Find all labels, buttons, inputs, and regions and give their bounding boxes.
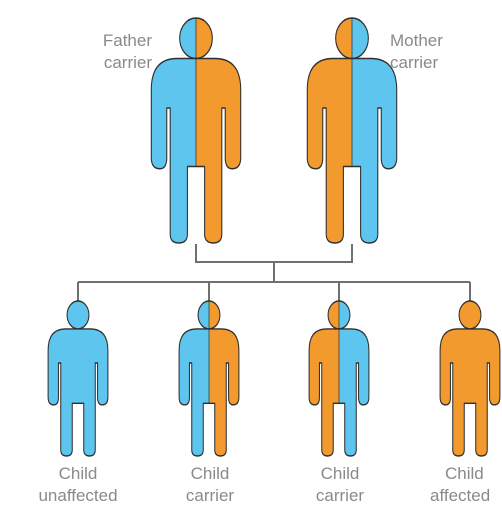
people-figures [47, 17, 501, 457]
child-1-figure-right-half [78, 301, 108, 456]
child-3-figure-right-half [339, 301, 369, 456]
father-figure-left-half [151, 18, 196, 243]
child-2-label: Child carrier [160, 463, 260, 507]
child-2-label-line2: carrier [185, 486, 235, 505]
child-1-figure-left-half [48, 301, 78, 456]
child-2-figure-right-half [209, 301, 239, 456]
child-3-figure-left-half [309, 301, 339, 456]
father-figure-body-outline [150, 57, 242, 244]
child-2-label-line1: Child [190, 464, 230, 483]
mother-figure-right-half [352, 18, 397, 243]
child-4-figure-right-half [470, 301, 500, 456]
father-figure [150, 17, 242, 244]
child-1-label: Child unaffected [18, 463, 138, 507]
mother-figure [306, 17, 398, 244]
child-3-label-line1: Child [320, 464, 360, 483]
father-label: Father carrier [72, 30, 152, 74]
child-4-figure-body-outline [439, 328, 501, 457]
child-2-figure-body-outline [178, 328, 240, 457]
child-2-figure [178, 300, 240, 457]
father-label-line2: carrier [103, 53, 152, 72]
child-4-label: Child affected [412, 463, 502, 507]
child-1-figure-head-outline [66, 300, 90, 330]
child-1-label-line1: Child [58, 464, 98, 483]
child-3-label: Child carrier [290, 463, 390, 507]
child-4-figure-head-outline [458, 300, 482, 330]
child-1-label-line2: unaffected [38, 486, 118, 505]
father-label-line1: Father [102, 31, 152, 50]
child-4-label-line2: affected [430, 486, 491, 505]
mother-figure-left-half [307, 18, 352, 243]
mother-label: Mother carrier [390, 30, 475, 74]
family-connector-lines [77, 244, 471, 301]
child-3-label-line2: carrier [315, 486, 365, 505]
mother-label-line2: carrier [390, 53, 439, 72]
child-4-figure [439, 300, 501, 457]
child-4-figure-left-half [440, 301, 470, 456]
child-2-figure-left-half [179, 301, 209, 456]
parents-connector [195, 244, 353, 263]
child-1-figure-body-outline [47, 328, 109, 457]
child-4-label-line1: Child [445, 464, 484, 483]
mother-figure-body-outline [306, 57, 398, 244]
child-1-figure [47, 300, 109, 457]
child-3-figure [308, 300, 370, 457]
child-3-figure-body-outline [308, 328, 370, 457]
father-figure-right-half [196, 18, 241, 243]
mother-label-line1: Mother [390, 31, 443, 50]
